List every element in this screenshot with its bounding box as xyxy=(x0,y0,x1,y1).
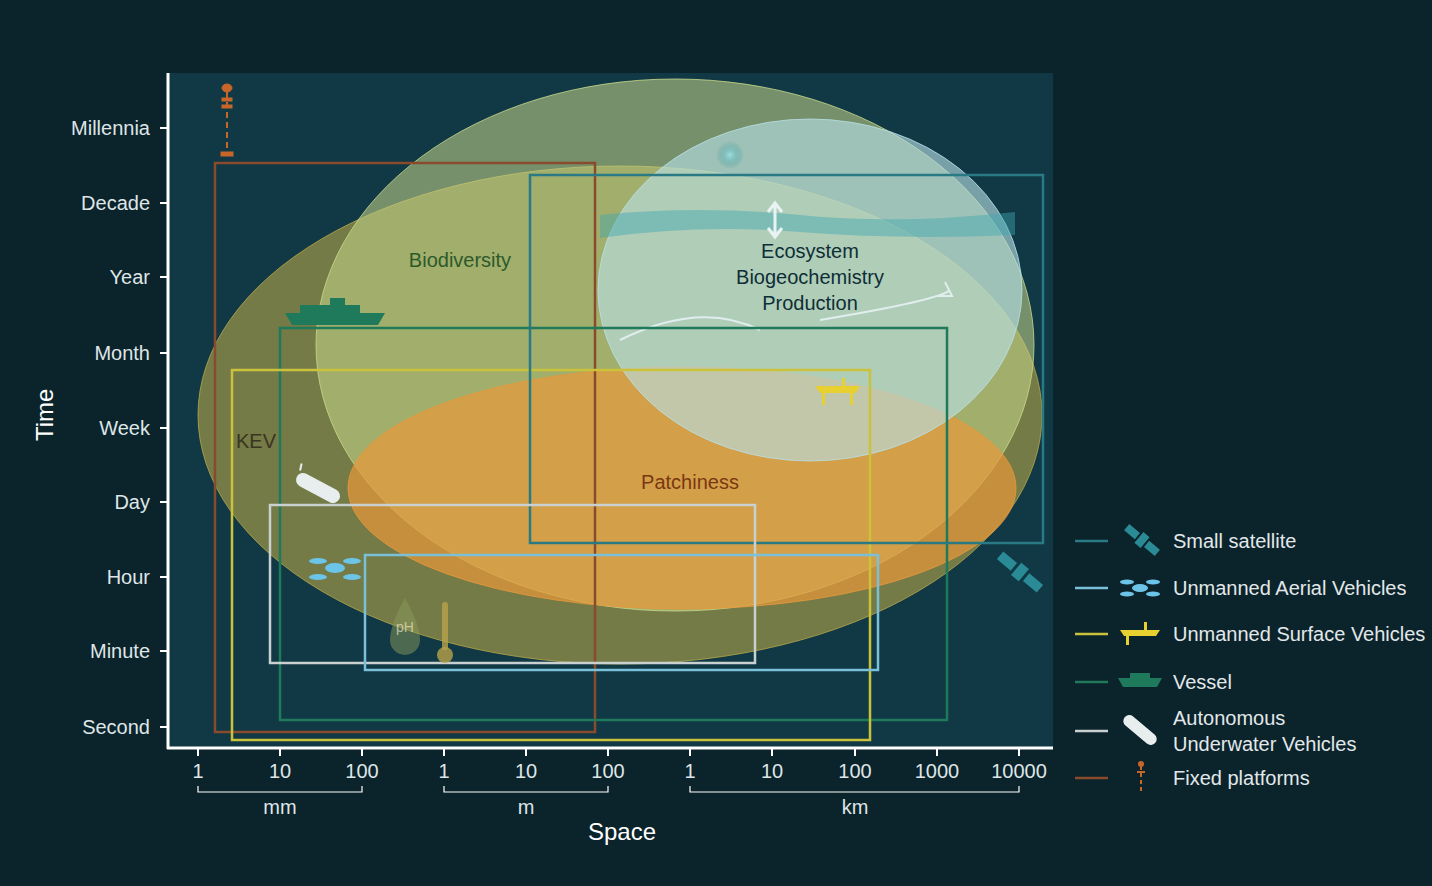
region-label: Ecosystem Biogeochemistry Production xyxy=(725,238,895,316)
space-tick-label: 10 xyxy=(761,760,783,783)
space-tick-label: 1 xyxy=(438,760,449,783)
axis-title: Time xyxy=(31,389,59,441)
time-tick-label: Year xyxy=(110,266,150,289)
time-tick-label: Decade xyxy=(81,192,150,215)
space-tick-label: 10 xyxy=(515,760,537,783)
time-tick-label: Hour xyxy=(107,566,150,589)
ellipse-outline xyxy=(597,118,1023,462)
space-tick-label: 10000 xyxy=(991,760,1047,783)
legend-label: Unmanned Aerial Vehicles xyxy=(1173,577,1406,600)
axis-title: Space xyxy=(588,818,656,846)
time-tick-label: Second xyxy=(82,716,150,739)
unit-label: mm xyxy=(263,796,296,819)
unit-label: km xyxy=(842,796,869,819)
region-label: Biodiversity xyxy=(409,249,511,272)
space-tick-label: 1000 xyxy=(915,760,960,783)
region-label: KEV xyxy=(236,430,276,453)
time-tick-label: Day xyxy=(114,491,150,514)
space-tick-label: 10 xyxy=(269,760,291,783)
unit-label: m xyxy=(518,796,535,819)
scale-ellipse: Ecosystem Biogeochemistry Production xyxy=(597,118,1023,462)
space-tick-label: 100 xyxy=(591,760,624,783)
time-tick-label: Month xyxy=(94,342,150,365)
space-tick-label: 1 xyxy=(192,760,203,783)
legend-label: Fixed platforms xyxy=(1173,767,1310,790)
space-tick-label: 1 xyxy=(684,760,695,783)
time-tick-label: Millennia xyxy=(71,117,150,140)
time-tick-label: Week xyxy=(99,417,150,440)
legend-label: Unmanned Surface Vehicles xyxy=(1173,623,1425,646)
time-tick-label: Minute xyxy=(90,640,150,663)
legend-label: Autonomous Underwater Vehicles xyxy=(1173,705,1373,757)
legend-label: Small satellite xyxy=(1173,530,1296,553)
space-tick-label: 100 xyxy=(345,760,378,783)
region-label: Patchiness xyxy=(641,471,739,494)
plot-area xyxy=(168,73,1053,748)
space-tick-label: 100 xyxy=(838,760,871,783)
legend-label: Vessel xyxy=(1173,671,1232,694)
illustration-label: pH xyxy=(396,619,414,635)
